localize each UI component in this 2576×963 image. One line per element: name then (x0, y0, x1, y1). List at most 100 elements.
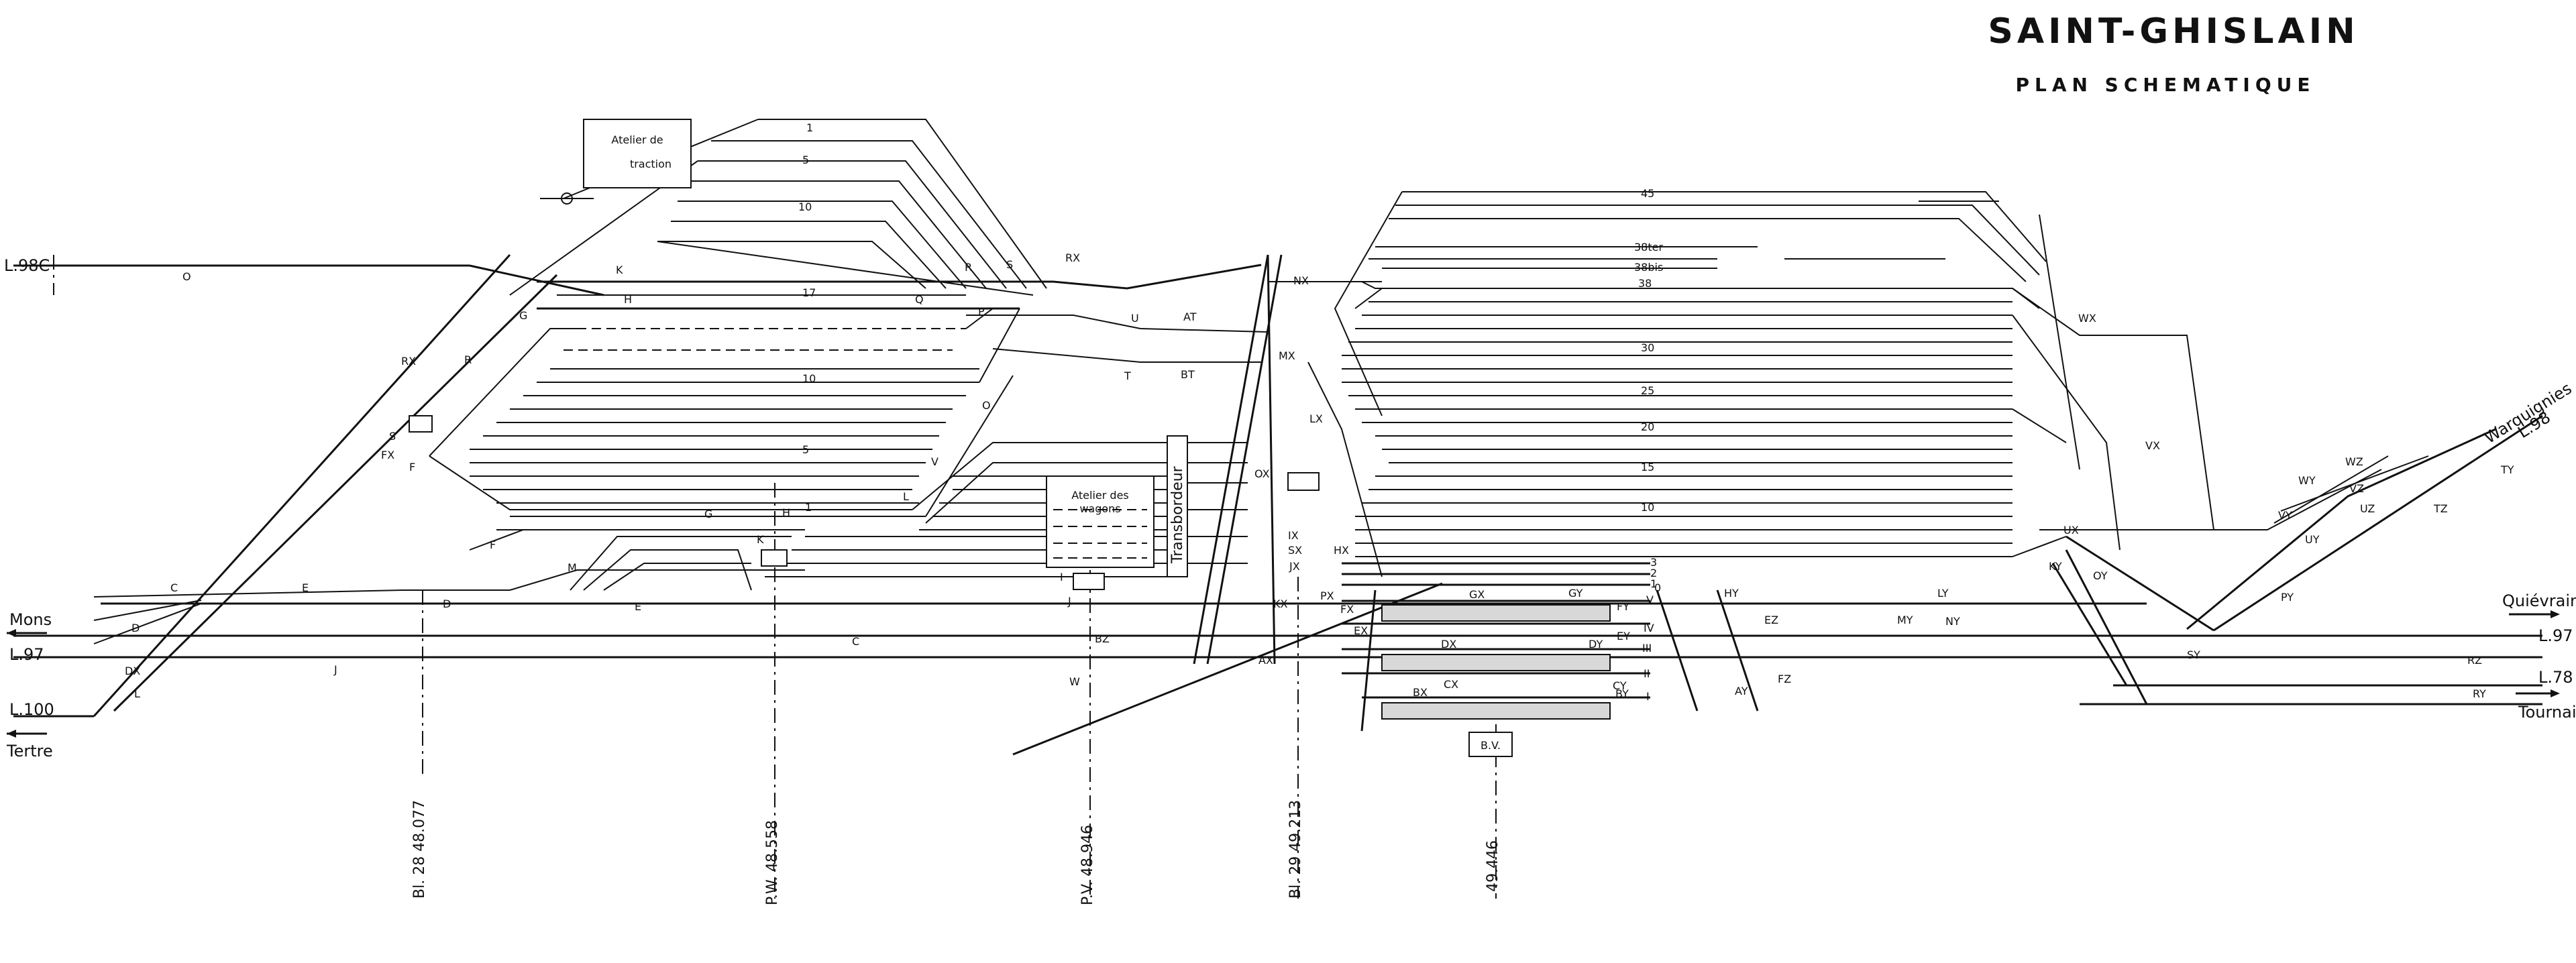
svg-text:F: F (409, 461, 415, 473)
plan-subtitle: PLAN SCHEMATIQUE (2015, 74, 2315, 96)
svg-text:L: L (903, 490, 909, 503)
svg-text:RX: RX (1065, 251, 1080, 264)
svg-text:38: 38 (1638, 277, 1652, 290)
svg-text:P.W. 48.558: P.W. 48.558 (764, 820, 781, 905)
svg-text:UZ: UZ (2360, 502, 2375, 515)
traction-workshop (583, 119, 692, 188)
svg-text:U: U (1131, 312, 1139, 325)
svg-text:AY: AY (1735, 685, 1748, 697)
svg-text:E: E (635, 600, 641, 613)
svg-text:K: K (757, 533, 764, 546)
svg-text:Bl. 28 48.077: Bl. 28 48.077 (411, 800, 428, 899)
wagon-workshop-tracks: Transbordeur (469, 435, 1248, 591)
svg-text:Bl. 29 49.213: Bl. 29 49.213 (1287, 800, 1304, 899)
svg-text:1: 1 (1650, 577, 1657, 590)
svg-text:G: G (519, 309, 527, 322)
svg-text:HY: HY (1724, 587, 1739, 600)
svg-text:TZ: TZ (2433, 502, 2448, 515)
svg-text:HX: HX (1334, 544, 1349, 557)
svg-text:E: E (302, 581, 309, 594)
svg-text:49.446: 49.446 (1485, 840, 1501, 892)
svg-text:38bis: 38bis (1634, 261, 1663, 274)
svg-text:V: V (1646, 593, 1654, 606)
svg-text:CX: CX (1444, 678, 1458, 691)
svg-text:BZ: BZ (1095, 632, 1110, 645)
svg-text:WZ: WZ (2345, 455, 2363, 468)
svg-text:RY: RY (2473, 687, 2486, 700)
track-numbers: 1 5 10 17 10 5 1 45 38ter 38bis 38 30 25… (798, 121, 1663, 703)
svg-text:5: 5 (802, 154, 809, 166)
svg-text:SY: SY (2187, 648, 2200, 661)
svg-text:BT: BT (1181, 368, 1195, 381)
svg-text:R: R (965, 261, 972, 274)
bv-building (1468, 732, 1513, 757)
svg-text:MY: MY (1897, 614, 1913, 626)
left-tracks (93, 569, 805, 644)
svg-text:P.V. 48.946: P.V. 48.946 (1079, 825, 1096, 905)
svg-text:DX: DX (1441, 638, 1456, 650)
svg-text:Mons: Mons (9, 610, 52, 629)
svg-text:FX: FX (381, 449, 394, 461)
svg-text:5: 5 (802, 443, 809, 456)
svg-text:17: 17 (802, 286, 816, 299)
svg-text:DX: DX (125, 665, 140, 677)
svg-text:H: H (624, 293, 632, 306)
svg-text:BY: BY (1615, 687, 1629, 700)
svg-text:OY: OY (2093, 569, 2108, 582)
svg-text:D: D (131, 622, 140, 634)
svg-text:L.97: L.97 (2538, 626, 2573, 645)
sorting-yard-left (429, 307, 1020, 517)
cabin (1073, 573, 1105, 590)
svg-text:VX: VX (2145, 439, 2160, 452)
svg-text:FZ: FZ (1778, 673, 1791, 685)
svg-text:BX: BX (1413, 686, 1428, 699)
svg-text:EX: EX (1354, 624, 1368, 637)
svg-text:PY: PY (2281, 591, 2294, 604)
svg-text:G: G (704, 508, 712, 520)
svg-text:L.78: L.78 (2538, 668, 2573, 687)
bv-label: B.V. (1481, 739, 1501, 752)
svg-text:R: R (464, 353, 472, 366)
switch-labels: O K H G R S RX Q P O RX R S FX F V L G H… (125, 251, 2514, 700)
cabin (409, 415, 433, 433)
svg-text:GY: GY (1568, 587, 1583, 600)
svg-text:III: III (1642, 642, 1652, 655)
svg-text:P: P (978, 305, 985, 318)
svg-text:H: H (782, 506, 790, 519)
svg-text:MX: MX (1279, 349, 1295, 362)
svg-text:38ter: 38ter (1634, 241, 1663, 253)
svg-text:IV: IV (1644, 622, 1654, 634)
svg-text:20: 20 (1641, 420, 1654, 433)
svg-text:VY: VY (2278, 509, 2292, 522)
svg-text:WX: WX (2078, 312, 2096, 325)
wagons-label-1: Atelier des (1071, 489, 1129, 502)
svg-text:25: 25 (1641, 384, 1654, 397)
svg-text:RZ: RZ (2467, 654, 2482, 667)
svg-text:DY: DY (1589, 638, 1603, 650)
svg-text:LY: LY (1937, 587, 1949, 600)
svg-text:KX: KX (1273, 598, 1287, 610)
svg-text:0: 0 (1654, 581, 1661, 594)
traction-label-1: Atelier de (611, 133, 663, 146)
svg-text:JX: JX (1289, 560, 1300, 573)
svg-text:V: V (931, 455, 938, 468)
main-lines (13, 253, 2543, 756)
station-tracks (1342, 562, 1650, 720)
svg-text:AX: AX (1258, 654, 1273, 667)
kilometre-labels: Bl. 28 48.077 P.W. 48.558 P.V. 48.946 Bl… (411, 800, 1501, 905)
svg-text:CY: CY (1613, 679, 1627, 692)
svg-text:I: I (1646, 690, 1650, 703)
svg-text:W: W (1069, 675, 1080, 688)
svg-text:KY: KY (2049, 560, 2062, 573)
svg-text:O: O (982, 399, 991, 412)
sorting-yard-right (1307, 191, 2429, 577)
svg-text:L: L (134, 687, 140, 700)
svg-text:T: T (1124, 370, 1131, 382)
svg-text:O: O (182, 270, 191, 283)
svg-text:1: 1 (806, 121, 813, 134)
svg-text:15: 15 (1641, 461, 1654, 473)
svg-text:J: J (1067, 595, 1071, 608)
svg-text:F: F (490, 539, 496, 551)
svg-text:10: 10 (1641, 501, 1654, 514)
svg-text:1: 1 (805, 501, 812, 514)
